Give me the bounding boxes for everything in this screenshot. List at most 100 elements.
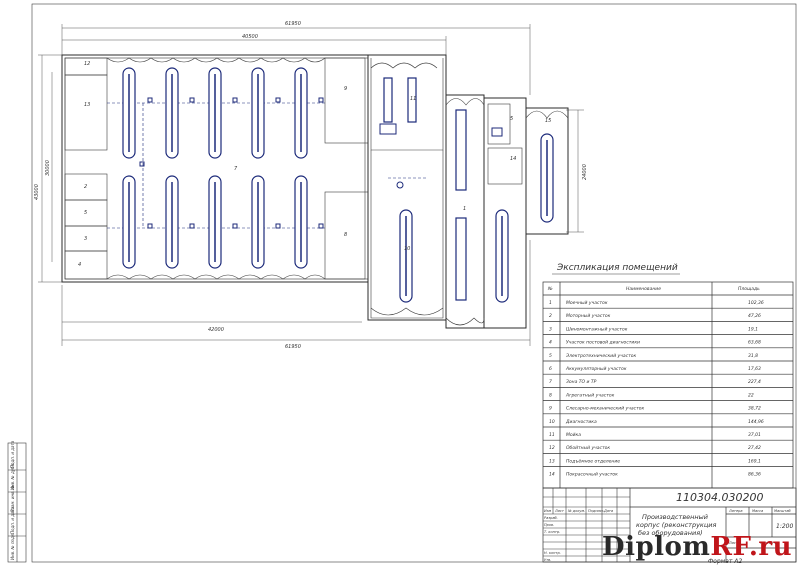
tb-role-5: Утв. [544,558,551,562]
dim-bottom-partial: 42000 [208,327,224,333]
explication-row-number: 4 [549,340,552,346]
explication-row-name: Агрегатный участок [565,392,615,398]
sheet-frame [31,3,797,563]
explication-row-area: 169,1 [748,458,761,464]
tb-scale: 1:200 [776,523,793,530]
room-number-1: 7 [234,166,238,172]
explication-row-name: Моторный участок [566,313,611,319]
explication-row-area: 22 [748,392,754,398]
side-stamp-5: Подп. и дата [10,440,15,468]
side-stamp-3: Взам. инв. № [10,485,15,512]
explication-row-area: 47,26 [748,313,761,319]
tb-label-date: Дата [603,509,613,513]
tb-col-stage: Литера [728,509,742,513]
explication-row-area: 37,01 [748,432,761,438]
explication-row-number: 6 [549,366,552,372]
dim-left-block: 40500 [242,34,258,40]
room-number-4: 2 [84,184,87,190]
side-stamp: Инв. № подл. Подп. и дата Взам. инв. № И… [7,440,27,563]
watermark-logo: DiplomRF.ru [602,532,792,562]
explication-row-name: Участок постовой диагностики [566,340,640,346]
explication-row-area: 227,4 [748,379,761,385]
explication-row-number: 13 [549,458,555,464]
explication-row-name: Обойтный участок [566,445,610,451]
explication-row-number: 12 [549,445,555,451]
lift-posts-top [122,67,308,159]
explication-header-number: № [547,286,553,292]
explication-row-area: 144,96 [748,419,764,425]
tb-col-mass: Масса [752,509,763,513]
explication-title: Экспликация помещений [556,263,678,273]
title-block: Изм Лист № докум. Подпись Дата Разраб. П… [542,487,797,563]
explication-row-area: 38,72 [748,406,761,412]
room-right-top [324,57,369,144]
side-stamp-2: Подп. и дата [10,506,15,534]
explication-row-area: 27,42 [748,445,761,451]
explication-row-name: Моечный участок [566,300,608,306]
dim-overall-width: 61950 [285,21,301,27]
dim-right-height: 24000 [582,164,588,180]
room-number-labels: 7 12 13 2 5 3 4 9 8 11 10 1 5 14 15 [78,61,551,268]
explication-table: Экспликация помещений № Наименование Пло… [542,263,794,489]
side-stamp-4: Инв. № дубл. [10,463,15,490]
room-number-11: 10 [404,246,410,252]
room-number-8: 9 [344,86,347,92]
tb-role-3: Т. контр. [544,530,560,534]
room-number-7: 4 [78,262,81,268]
dim-left-inner: 30000 [45,160,51,176]
room-13-walls [64,74,108,151]
explication-header-area: Площадь [738,286,760,292]
dim-left-outer: 43000 [34,184,40,200]
room-number-3: 13 [84,102,90,108]
explication-row-name: Электротехнический участок [565,353,636,359]
explication-row-number: 11 [549,432,555,438]
room-number-10: 11 [410,96,416,102]
explication-row-number: 2 [549,313,552,319]
room-number-15: 15 [545,118,551,124]
explication-row-name: Зона ТО и ТР [566,379,597,385]
room-number-12: 1 [463,206,466,212]
explication-row-name: Аккумуляторный участок [565,366,627,372]
room-number-6: 3 [84,236,87,242]
tb-sheets: Листов 1 [759,541,776,545]
side-stamp-1: Инв. № подл. [10,532,15,560]
explication-row-number: 7 [549,379,552,385]
tb-label-sign: Подпись [588,509,604,513]
tb-role-4: Н. контр. [544,551,561,555]
explication-row-area: 63,68 [748,340,761,346]
explication-row-area: 17,63 [748,366,761,372]
lift-posts-bottom [122,175,308,269]
explication-row-number: 10 [549,419,555,425]
explication-row-name: Шиномонтажный участок [566,326,628,332]
tb-name-line1: Производственный [642,513,708,521]
tb-sheet: Лист [728,541,739,545]
dim-bottom-total: 61950 [285,344,301,350]
floor-plan: 7 12 13 2 5 3 4 9 8 11 10 1 5 14 15 [61,54,569,329]
explication-row-area: 102,36 [748,300,764,306]
explication-row-name: Мойка [566,432,581,438]
tb-label-izm: Изм [544,509,551,513]
watermark-rf: RF [710,532,749,562]
explication-row-number: 8 [549,392,552,398]
wing-painting [525,107,569,235]
tb-label-list: Лист [554,509,565,513]
room-number-9: 8 [344,232,347,238]
explication-row-area: 86,36 [748,472,761,478]
explication-row-number: 14 [549,472,555,478]
tb-col-scale: Масштаб [774,509,791,513]
tb-label-doc: № докум. [567,509,585,513]
room-number-2: 12 [84,61,90,67]
explication-row-number: 5 [549,353,552,359]
room-number-14: 14 [510,156,516,162]
tb-name-line2: корпус (реконструкция [636,521,716,529]
explication-row-area: 31,8 [748,353,758,359]
explication-row-name: Покрасочный участок [566,472,618,478]
tb-role-2: Пров. [544,523,554,527]
tb-code: 110304.030200 [676,491,763,504]
explication-row-name: Диагностика [565,419,597,425]
watermark-suffix: .ru [748,532,792,562]
room-number-13: 5 [510,116,513,122]
explication-row-name: Слесарно-механический участок [566,406,644,412]
explication-row-name: Подъёмное отделение [566,458,620,464]
